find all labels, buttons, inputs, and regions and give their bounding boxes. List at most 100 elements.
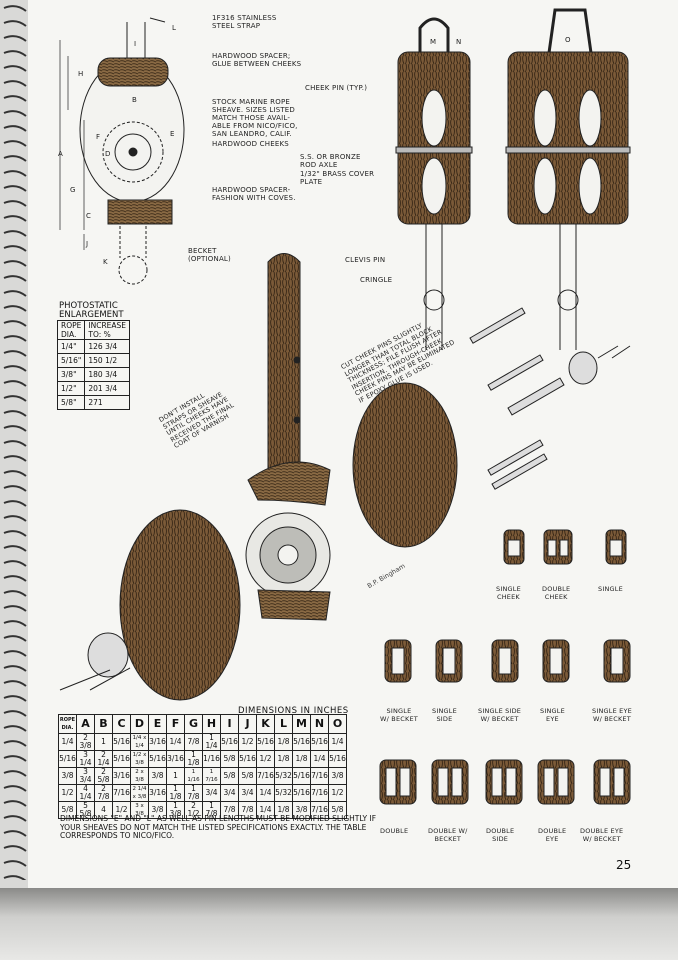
dimensions-cell: 5/16 <box>292 767 311 785</box>
variant-label: SINGLE CHEEK <box>496 585 521 601</box>
spiral-coil <box>3 65 27 72</box>
dimensions-cell: 1/2 <box>238 733 257 751</box>
dimensions-header: B <box>94 714 113 734</box>
spiral-coil <box>3 725 27 732</box>
spiral-coil <box>3 605 27 612</box>
spiral-coil <box>3 365 27 372</box>
dimensions-cell: 1 7/8 <box>184 784 203 802</box>
label-cover-plate: 1/32" BRASS COVER PLATE <box>300 170 375 186</box>
dimensions-header: N <box>310 714 329 734</box>
spiral-coil <box>3 335 27 342</box>
dimensions-cell: 2 1/4 <box>94 750 113 768</box>
dimensions-header: L <box>274 714 293 734</box>
cell: 126 3/4 <box>84 339 131 354</box>
label-cheek-pin: CHEEK PIN (TYP.) <box>305 84 368 92</box>
dimensions-header: I <box>220 714 239 734</box>
spiral-coil <box>3 185 27 192</box>
dimensions-cell: 2 1/2 <box>184 801 203 819</box>
spiral-coil <box>3 470 27 477</box>
dimensions-cell: 2 3/8 <box>76 733 95 751</box>
dimensions-cell: 1 1/4 <box>202 733 221 751</box>
dimensions-cell: 5/16 <box>220 733 239 751</box>
dimensions-header: F <box>166 714 185 734</box>
dimensions-cell: 5/32 <box>274 767 293 785</box>
label-cheeks: HARDWOOD CHEEKS <box>212 140 289 148</box>
dimensions-cell: 1/8 <box>274 733 293 751</box>
spiral-coil <box>3 860 27 867</box>
dimensions-cell: 5/16 <box>292 784 311 802</box>
variant-label: SINGLE SIDE W/ BECKET <box>478 707 522 723</box>
label-spacer-top: HARDWOOD SPACER; GLUE BETWEEN CHEEKS <box>212 52 302 68</box>
page-number: 25 <box>616 858 632 872</box>
dim-c: C <box>86 212 92 220</box>
spiral-coil <box>3 680 27 687</box>
spiral-coil <box>3 410 27 417</box>
dimensions-cell: 1 <box>166 767 185 785</box>
dimensions-cell: 1/4 <box>310 750 329 768</box>
dimensions-cell: 1 1/8 <box>184 750 203 768</box>
dim-n: N <box>456 38 462 46</box>
cell: 271 <box>84 395 131 410</box>
dimensions-cell: 7/16 <box>112 784 131 802</box>
dimensions-cell: 5/16 <box>112 750 131 768</box>
dimensions-cell: 1/4 x 1/4 <box>130 733 149 751</box>
dimensions-cell: 3/16 <box>148 733 167 751</box>
photostat-row: 5/16"150 1/2 <box>56 353 131 368</box>
dimensions-cell: 3/8 <box>148 767 167 785</box>
dimensions-cell: 3/4 <box>202 784 221 802</box>
spiral-coil <box>3 785 27 792</box>
spiral-coil <box>3 380 27 387</box>
spiral-coil <box>3 485 27 492</box>
label-becket: BECKET (OPTIONAL) <box>188 247 231 263</box>
dimensions-note: DIMENSIONS "E" AND "L" AS WELL AS PIN LE… <box>60 814 377 840</box>
dimensions-cell: 1/2 <box>328 784 347 802</box>
spiral-coil <box>3 830 27 837</box>
dimensions-cell: 7/16 <box>256 767 275 785</box>
variant-label: SINGLE W/ BECKET <box>380 707 418 723</box>
dimensions-cell: 1 1/8 <box>166 784 185 802</box>
dimensions-title: DIMENSIONS IN INCHES <box>238 706 349 716</box>
spiral-coil <box>3 500 27 507</box>
dimensions-header: D <box>130 714 149 734</box>
dimensions-cell: 2 7/8 <box>94 784 113 802</box>
dimensions-cell: 1/4 <box>166 733 185 751</box>
dimensions-cell: 3/16 <box>166 750 185 768</box>
dimensions-header: H <box>202 714 221 734</box>
dimensions-cell: 5/8 <box>328 801 347 819</box>
label-strap: 1F316 STAINLESS STEEL STRAP <box>212 14 277 30</box>
variant-label: DOUBLE EYE <box>538 827 567 843</box>
spiral-coil <box>3 875 27 882</box>
spiral-coil <box>3 5 27 12</box>
dimensions-cell: 7/16 <box>310 767 329 785</box>
photostat-header-row: ROPE DIA. INCREASE TO: % <box>56 320 131 340</box>
dimensions-cell: 1/8 <box>292 750 311 768</box>
spiral-coil <box>3 395 27 402</box>
dimensions-cell: 1/2 <box>58 784 77 802</box>
spiral-coil <box>3 560 27 567</box>
dimensions-cell: 1/4 <box>58 733 77 751</box>
variant-label: SINGLE EYE <box>540 707 565 723</box>
spiral-coil <box>3 620 27 627</box>
dimensions-cell: 5/16 <box>238 750 257 768</box>
spiral-coil <box>3 575 27 582</box>
cell: 3/8" <box>56 367 86 382</box>
spiral-coil <box>3 110 27 117</box>
dim-j: J <box>86 240 89 248</box>
dimensions-header: G <box>184 714 203 734</box>
dimensions-header: E <box>148 714 167 734</box>
dimensions-header: A <box>76 714 95 734</box>
spiral-coil <box>3 635 27 642</box>
dimensions-cell: 3/4 <box>238 784 257 802</box>
dimensions-header: ROPE DIA. <box>58 714 77 734</box>
variant-icons <box>379 529 631 805</box>
dim-o: O <box>565 36 571 44</box>
spiral-coil <box>3 710 27 717</box>
dimensions-cell: 3/8 <box>58 767 77 785</box>
dim-f: F <box>96 133 101 141</box>
variant-label: DOUBLE CHEEK <box>542 585 571 601</box>
